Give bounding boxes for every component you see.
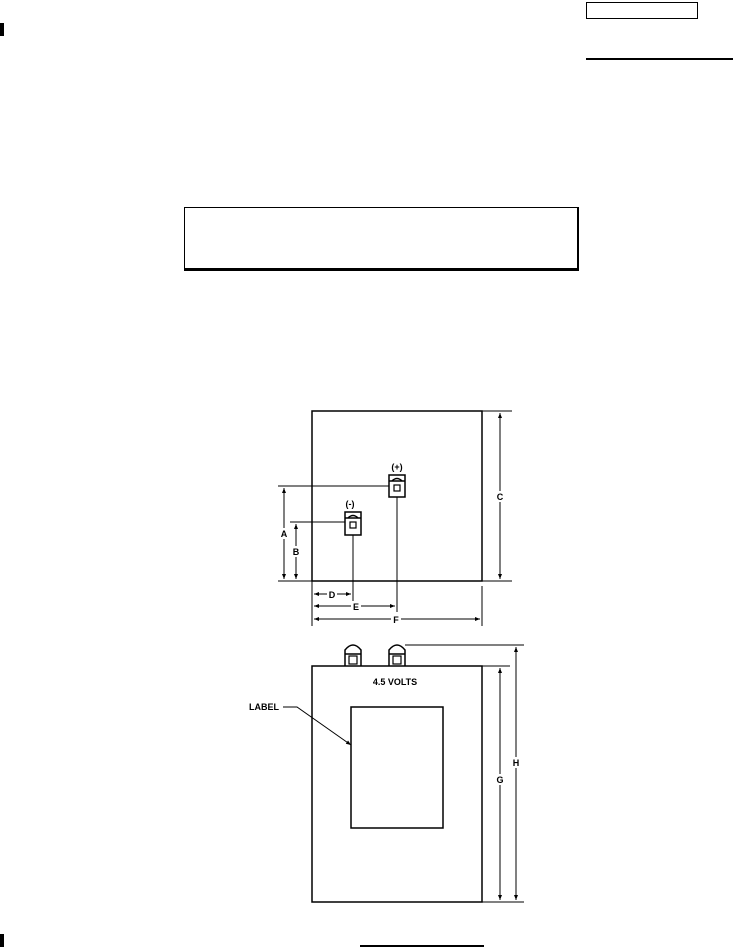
label-leader-line: [283, 706, 352, 746]
dimension-g-label: G: [496, 775, 503, 785]
document-id-box: [586, 2, 698, 19]
change-bar-bottom: [0, 934, 4, 947]
label-callout: LABEL: [249, 702, 279, 712]
top-view: [278, 410, 512, 626]
dimension-c-label: C: [497, 492, 504, 502]
header-rule: [586, 58, 733, 60]
front-negative-terminal-icon: [344, 644, 362, 666]
front-positive-terminal-icon: [388, 644, 406, 666]
figure-title-box: [184, 207, 579, 271]
positive-terminal-label: (+): [391, 462, 402, 472]
dimension-b-label: B: [293, 547, 300, 557]
dimension-e-label: E: [353, 602, 359, 612]
dimension-h-label: H: [513, 758, 520, 768]
dimension-a-label: A: [281, 529, 288, 539]
positive-terminal-icon: [388, 474, 406, 498]
change-bar-top: [0, 23, 4, 36]
dimension-f-label: F: [393, 615, 399, 625]
negative-terminal-icon: [344, 511, 362, 536]
label-area: [350, 706, 444, 829]
dimension-d-label: D: [329, 590, 336, 600]
footer-rule: [360, 945, 484, 947]
voltage-label: 4.5 VOLTS: [373, 677, 417, 687]
negative-terminal-label: (-): [346, 499, 355, 509]
front-view-outline: [311, 665, 483, 903]
